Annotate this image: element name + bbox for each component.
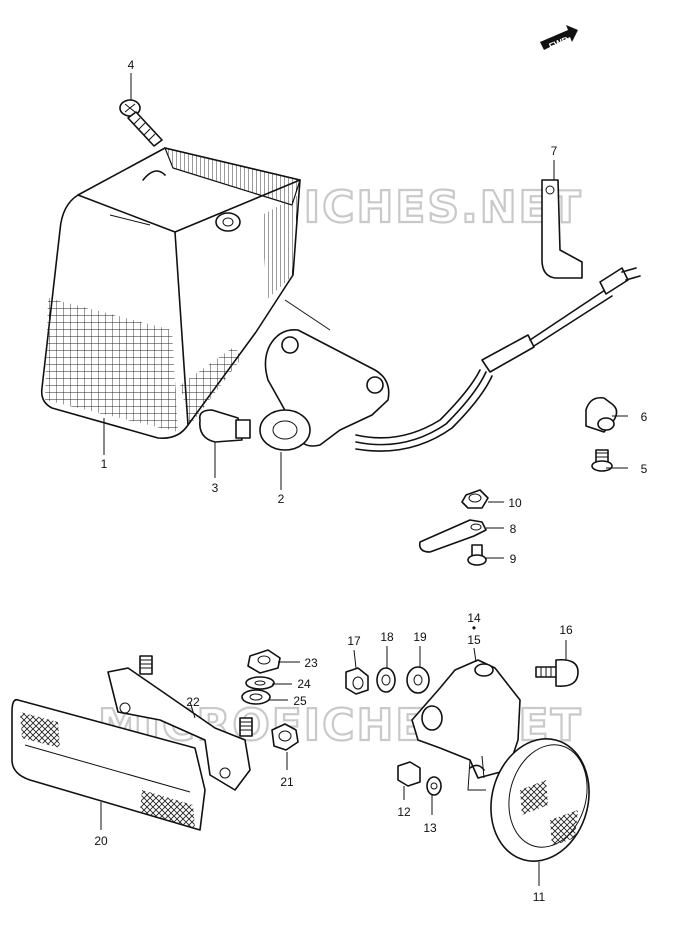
- screw-part-4: [119, 99, 163, 147]
- callout-8: 8: [510, 522, 517, 536]
- nut-part-17: [345, 667, 369, 695]
- bolt-part-16: [535, 658, 579, 688]
- bracket-part-22: [107, 655, 253, 791]
- nut-part-23: [247, 649, 281, 674]
- callout-4: 4: [128, 58, 135, 72]
- callout-5: 5: [641, 462, 648, 476]
- washer-part-18: [376, 667, 396, 693]
- callout-10: 10: [508, 496, 522, 510]
- screw-part-9: [467, 544, 487, 566]
- callout-21: 21: [280, 775, 294, 789]
- callout-20: 20: [94, 834, 108, 848]
- callout-7: 7: [551, 144, 558, 158]
- fwd-label: FWD: [547, 34, 570, 51]
- callout-1: 1: [101, 457, 108, 471]
- callout-23: 23: [304, 656, 318, 670]
- nut-part-10: [461, 489, 489, 509]
- callout-25: 25: [293, 694, 307, 708]
- callout-14-dot: •: [472, 621, 476, 635]
- washer-part-25: [241, 689, 271, 705]
- callout-15: 15: [467, 633, 481, 647]
- callout-19: 19: [413, 630, 427, 644]
- nut-part-12: [397, 761, 421, 787]
- reflector-part-20: [11, 698, 206, 831]
- washer-part-13: [426, 776, 442, 796]
- callout-17: 17: [347, 634, 361, 648]
- callout-18: 18: [380, 630, 394, 644]
- bracket-part-8: [418, 519, 487, 553]
- callout-13: 13: [423, 821, 437, 835]
- washer-part-24: [245, 676, 275, 690]
- rear-lamp-housing: [40, 147, 301, 440]
- callout-16: 16: [559, 623, 573, 637]
- bolt-part-5: [591, 449, 613, 472]
- callout-22: 22: [186, 695, 200, 709]
- callout-6: 6: [641, 410, 648, 424]
- socket-wiring-part-2: [259, 267, 641, 452]
- bracket-part-14-15: [411, 659, 521, 791]
- forward-arrow-icon: FWD: [540, 25, 578, 51]
- callout-11: 11: [533, 890, 546, 904]
- bulb-part-3: [198, 409, 251, 443]
- callout-3: 3: [212, 481, 219, 495]
- callout-2: 2: [278, 492, 285, 506]
- round-reflector-part-11: [490, 738, 590, 862]
- washer-part-19: [406, 666, 430, 694]
- callout-24: 24: [297, 677, 311, 691]
- bracket-part-7: [541, 179, 583, 279]
- nut-part-21: [271, 723, 299, 751]
- callout-9: 9: [510, 552, 517, 566]
- clamp-part-6: [585, 396, 618, 433]
- leader-lines: [100, 73, 628, 886]
- callout-12: 12: [397, 805, 411, 819]
- callout-labels: 4 1 3 2 7 6 5 10 8 9 14 • 15 16 17 18 19…: [94, 58, 647, 904]
- callout-14: 14: [467, 611, 481, 625]
